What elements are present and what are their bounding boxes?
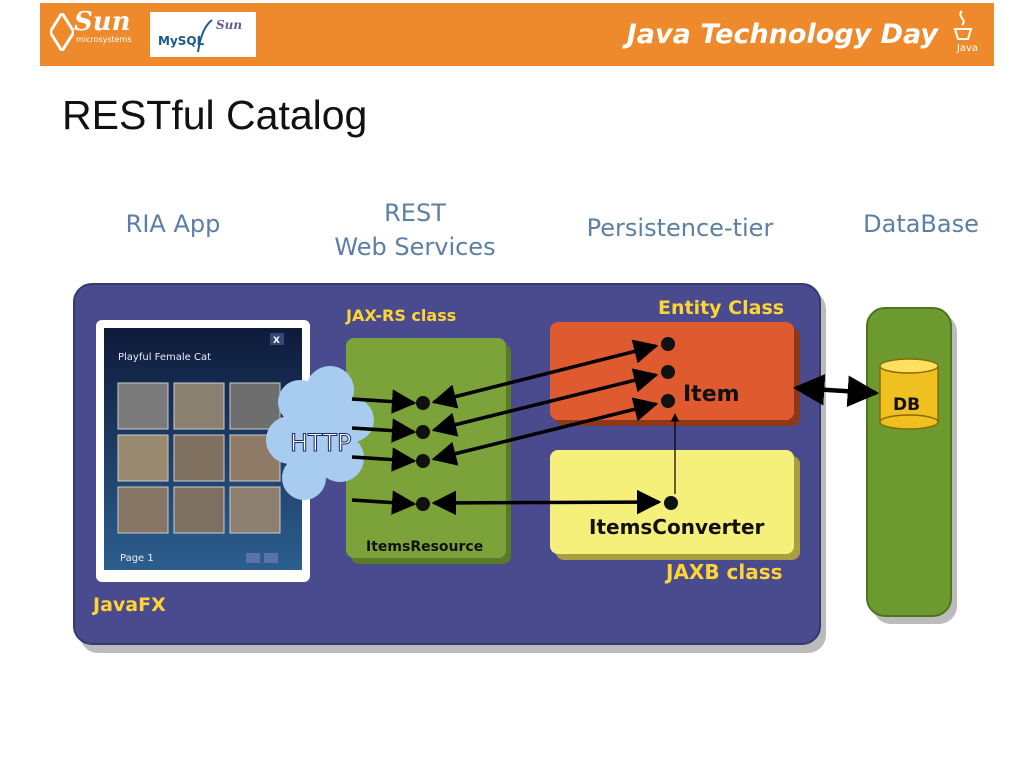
tier-rest-line1: REST bbox=[384, 199, 446, 227]
javafx-label: JavaFX bbox=[91, 594, 166, 616]
cat-photo[interactable] bbox=[173, 486, 225, 534]
header-banner: Sun microsystems MySQL Sun Java Technolo… bbox=[40, 3, 994, 66]
app-window-title: Playful Female Cat bbox=[118, 352, 211, 363]
tier-rest-line2: Web Services bbox=[334, 233, 496, 261]
cat-photo[interactable] bbox=[173, 382, 225, 430]
database-column bbox=[866, 307, 952, 617]
mysql-logo-text: MySQL bbox=[158, 34, 205, 48]
sun-logo-text: Sun bbox=[74, 7, 131, 37]
cat-photo[interactable] bbox=[117, 382, 169, 430]
connector-dots bbox=[416, 337, 678, 511]
jaxrs-class-label: JAX-RS class bbox=[345, 306, 456, 325]
app-close-button[interactable] bbox=[270, 333, 284, 345]
cat-photo-grid bbox=[117, 382, 281, 534]
http-label: HTTP bbox=[290, 429, 351, 457]
sun-logo-subtitle: microsystems bbox=[76, 35, 132, 44]
prev-page-button[interactable] bbox=[246, 553, 260, 563]
app-close-icon[interactable]: X bbox=[273, 336, 280, 346]
banner-title: Java Technology Day bbox=[626, 19, 938, 50]
app-page-nav[interactable] bbox=[246, 553, 278, 563]
cat-photo[interactable] bbox=[229, 486, 281, 534]
dolphin-icon bbox=[197, 19, 213, 53]
java-cup-icon bbox=[953, 10, 973, 40]
tier-persistence: Persistence-tier bbox=[586, 214, 774, 242]
tier-database: DataBase bbox=[863, 210, 979, 238]
mysql-logo: MySQL Sun bbox=[150, 12, 256, 57]
request-arrows bbox=[351, 389, 417, 515]
entity-arrows bbox=[431, 339, 880, 516]
java-text: Java bbox=[956, 43, 978, 54]
db-cylinder bbox=[879, 358, 939, 430]
tier-rest-web-services: REST Web Services bbox=[310, 196, 520, 264]
entity-class-label: Entity Class bbox=[658, 297, 784, 319]
http-cloud bbox=[266, 366, 374, 500]
cat-photo[interactable] bbox=[117, 486, 169, 534]
mysql-sun-text: Sun bbox=[216, 18, 243, 32]
cat-photo[interactable] bbox=[117, 434, 169, 482]
item-label: Item bbox=[683, 382, 740, 407]
items-converter-label: ItemsConverter bbox=[589, 515, 765, 539]
sun-diamond-icon bbox=[50, 13, 74, 51]
cat-photo[interactable] bbox=[173, 434, 225, 482]
db-label: DB bbox=[893, 395, 920, 415]
items-resource-label: ItemsResource bbox=[366, 539, 483, 555]
jaxb-class-label: JAXB class bbox=[664, 560, 783, 584]
tier-ria-app: RIA App bbox=[125, 210, 221, 238]
next-page-button[interactable] bbox=[264, 553, 278, 563]
slide-title: RESTful Catalog bbox=[62, 92, 368, 138]
cat-photo[interactable] bbox=[229, 382, 281, 430]
app-page-label: Page 1 bbox=[120, 553, 154, 564]
